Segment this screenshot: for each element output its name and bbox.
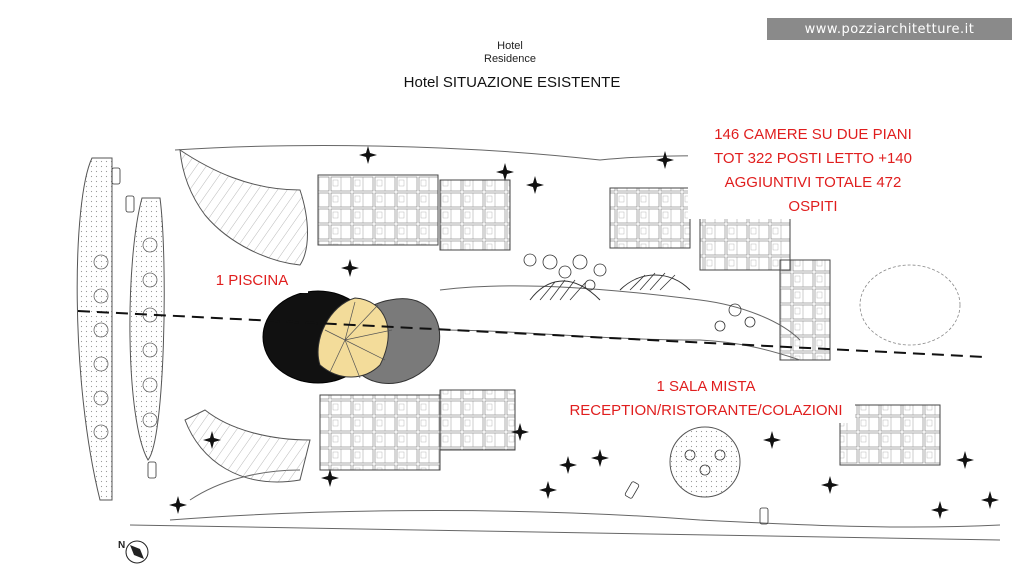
hall-annotation: 1 SALA MISTA RECEPTION/RISTORANTE/COLAZI… xyxy=(557,375,855,423)
promenade xyxy=(439,272,801,361)
cars xyxy=(111,167,769,525)
compass-north-label: N xyxy=(118,540,125,551)
rooms-line: AGGIUNTIVI TOTALE 472 xyxy=(724,174,902,191)
pool xyxy=(262,290,441,384)
page-title: Hotel SITUAZIONE ESISTENTE xyxy=(403,74,621,91)
rooms-annotation: 146 CAMERE SU DUE PIANI TOT 322 POSTI LE… xyxy=(688,123,938,219)
compass-icon xyxy=(125,540,149,564)
parking-strips xyxy=(76,157,165,501)
hall-line: RECEPTION/RISTORANTE/COLAZIONI xyxy=(569,402,843,419)
rooms-line: TOT 322 POSTI LETTO +140 xyxy=(713,150,912,167)
roundabout xyxy=(669,426,741,498)
subtitle-hotel: Hotel xyxy=(497,40,523,52)
subtitle-residence: Residence xyxy=(484,53,536,65)
garden-oval xyxy=(859,264,961,346)
rooms-line: 146 CAMERE SU DUE PIANI xyxy=(714,126,912,143)
lawn-areas xyxy=(179,149,311,483)
room-blocks-south xyxy=(319,389,941,471)
section-line xyxy=(77,310,986,358)
round-trees xyxy=(523,253,756,476)
rooms-line: OSPITI xyxy=(788,198,838,215)
website-badge: www.pozziarchitetture.it xyxy=(767,18,1012,40)
hall-line: 1 SALA MISTA xyxy=(656,378,756,395)
pool-annotation: 1 PISCINA xyxy=(196,269,308,293)
